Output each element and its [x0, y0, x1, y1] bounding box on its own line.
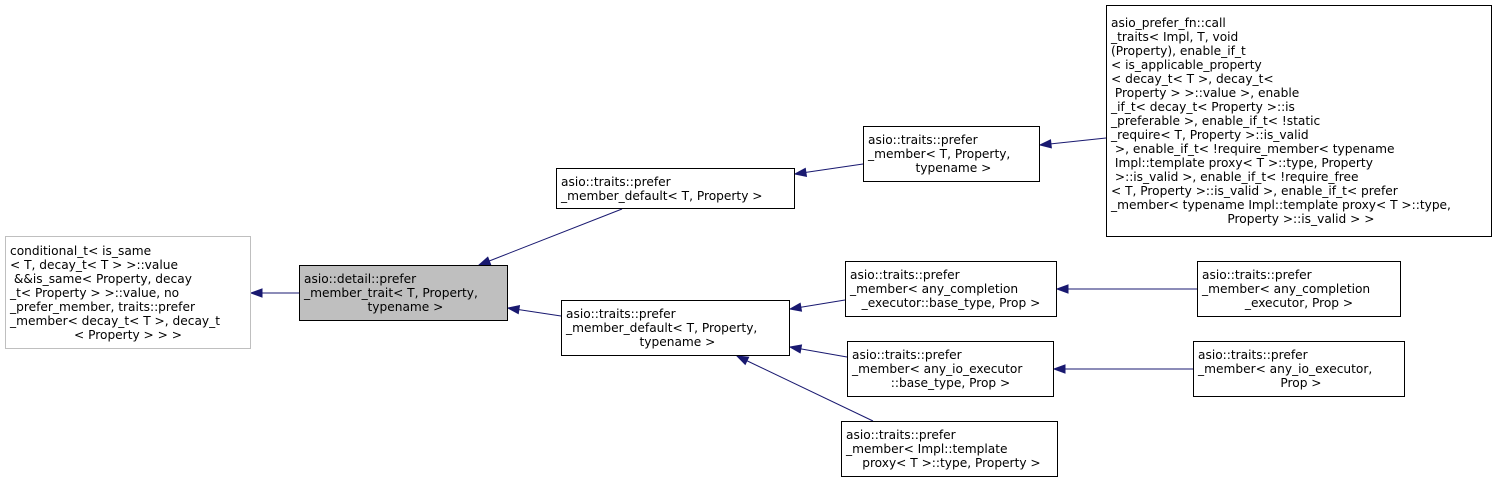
node-text-line: &&is_same< Property, decay — [10, 271, 192, 286]
node-text-line: ::base_type, Prop > — [890, 376, 1011, 390]
node-prefer-member-default-2[interactable]: asio::traits::prefer_member_default< T, … — [556, 168, 795, 209]
node-text-line: Property > >::value >, enable — [1111, 86, 1300, 100]
node-text-line: asio::traits::prefer — [561, 174, 671, 189]
node-text-line: _member< decay_t< T >, decay_t — [10, 313, 221, 328]
node-text-line: asio::detail::prefer — [304, 272, 417, 286]
node-text-line: asio::traits::prefer — [850, 268, 960, 282]
node-any-completion[interactable]: asio::traits::prefer_member< any_complet… — [1197, 261, 1401, 317]
edge-anycomp-to-anycompbase-arrowhead — [1055, 284, 1069, 294]
node-text-line: _prefer_member, traits::prefer — [10, 299, 195, 314]
node-text-line: Impl::template proxy< T >::type, Propert… — [1111, 156, 1373, 170]
node-text-line: _require< T, Property >::is_valid — [1111, 128, 1309, 142]
node-text-line: _member< any_io_executor, — [1198, 362, 1373, 376]
edge-default2-to-trait — [489, 208, 623, 262]
node-any-completion-base[interactable]: asio::traits::prefer_member< any_complet… — [845, 261, 1057, 317]
node-prefer-member-default-3[interactable]: asio::traits::prefer_member_default< T, … — [561, 300, 790, 356]
edge-proxy-to-default3 — [746, 360, 874, 422]
node-text-line: _if_t< decay_t< Property >::is — [1111, 100, 1295, 114]
edge-member3-to-default2-arrowhead — [793, 167, 808, 177]
node-text-line: < Property > > > — [74, 327, 182, 342]
node-text-line: _preferable >, enable_if_t< !static — [1111, 114, 1321, 128]
node-text-line: _member< any_completion — [850, 282, 1019, 296]
node-text-line: _member_default< T, Property, — [566, 321, 758, 335]
node-text-line: < is_applicable_property — [1111, 58, 1262, 72]
node-prefer-member-trait: asio::detail::prefer_member_trait< T, Pr… — [299, 265, 508, 321]
node-text-line: asio::traits::prefer — [852, 348, 962, 362]
node-text-line: asio::traits::prefer — [846, 428, 956, 442]
node-text-line: asio_prefer_fn::call — [1111, 16, 1226, 30]
node-text-line: _member< typename Impl::template proxy< … — [1111, 198, 1451, 212]
node-text-line: typename > — [635, 335, 716, 349]
node-text-line: asio::traits::prefer — [868, 133, 978, 147]
inheritance-edges — [249, 137, 1197, 422]
node-text-line: >, enable_if_t< !require_member< typenam… — [1111, 142, 1395, 156]
node-text-line: asio::traits::prefer — [1198, 348, 1308, 362]
edge-default2-to-trait-arrowhead — [477, 256, 492, 266]
node-text-line: Property >::is_valid > > — [1223, 212, 1375, 226]
node-any-io-base[interactable]: asio::traits::prefer_member< any_io_exec… — [847, 341, 1054, 397]
node-text-line: _traits< Impl, T, void — [1111, 30, 1239, 44]
edge-call-to-member3-arrowhead — [1038, 139, 1052, 149]
node-text-line: typename > — [911, 161, 992, 175]
node-text-line: Prop > — [1276, 376, 1322, 390]
edge-call-to-member3 — [1050, 137, 1107, 145]
node-text-line: conditional_t< is_same — [10, 243, 152, 258]
node-text-line: (Property), enable_if_t — [1111, 44, 1246, 58]
node-text-line: _member< any_io_executor — [852, 362, 1023, 376]
node-text-line: < decay_t< T >, decay_t< — [1111, 72, 1274, 86]
node-text-line: _executor, Prop > — [1244, 296, 1354, 310]
node-call-traits[interactable]: asio_prefer_fn::call_traits< Impl, T, vo… — [1106, 5, 1492, 237]
node-text-line: < T, Property >::is_valid >, enable_if_t… — [1111, 184, 1398, 198]
edge-member3-to-default2 — [805, 163, 864, 173]
edge-proxy-to-default3-arrowhead — [735, 355, 750, 366]
edge-anycompbase-to-default3 — [800, 299, 846, 308]
node-text-line: _executor::base_type, Prop > — [861, 296, 1041, 310]
node-text-line: _member< Impl::template — [846, 442, 1008, 456]
edge-default3-to-trait-arrowhead — [506, 305, 521, 315]
node-text-line: _member_trait< T, Property, — [304, 286, 478, 300]
node-text-line: _member_default< T, Property > — [561, 188, 763, 203]
node-any-io[interactable]: asio::traits::prefer_member< any_io_exec… — [1193, 341, 1405, 397]
node-text-line: < T, decay_t< T > >::value — [10, 257, 178, 272]
node-text-line: proxy< T >::type, Property > — [858, 456, 1041, 470]
node-text-line: asio::traits::prefer — [1202, 268, 1312, 282]
edge-anycompbase-to-default3-arrowhead — [788, 302, 803, 312]
edge-trait-to-base-arrowhead — [249, 288, 263, 298]
node-conditional-base: conditional_t< is_same< T, decay_t< T > … — [5, 236, 251, 349]
edge-default3-to-trait — [518, 309, 562, 317]
edge-anyiobase-to-default3 — [800, 348, 848, 358]
node-prefer-member-3[interactable]: asio::traits::prefer_member< T, Property… — [863, 126, 1040, 182]
node-text-line: typename > — [363, 300, 444, 314]
node-text-line: _t< Property > >::value, no — [10, 285, 180, 300]
node-text-line: _member< T, Property, — [868, 147, 1011, 161]
node-text-line: asio::traits::prefer — [566, 307, 676, 321]
edge-anyiobase-to-default3-arrowhead — [788, 344, 803, 354]
node-text-line: _member< any_completion — [1202, 282, 1371, 296]
edge-anyio-to-anyiobase-arrowhead — [1052, 364, 1066, 374]
node-text-line: >::is_valid >, enable_if_t< !require_fre… — [1111, 170, 1359, 184]
node-impl-proxy[interactable]: asio::traits::prefer_member< Impl::templ… — [841, 421, 1058, 477]
